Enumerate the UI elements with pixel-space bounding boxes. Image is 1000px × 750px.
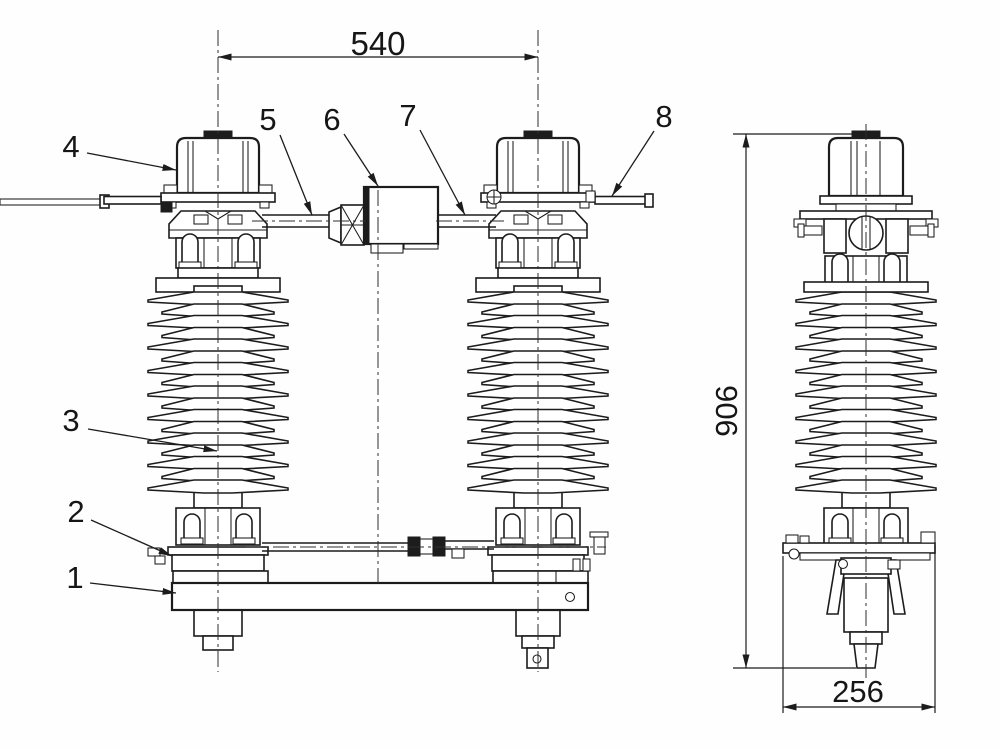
callout-7-label: 7 xyxy=(399,98,416,133)
base-plate xyxy=(782,542,936,554)
callout-4-label: 4 xyxy=(62,129,79,164)
callout-6-label: 6 xyxy=(323,102,340,137)
callout-1-label: 1 xyxy=(66,560,83,595)
callout-5-label: 5 xyxy=(259,102,276,137)
dimension-256: 256 xyxy=(782,545,936,713)
front-centerlines xyxy=(217,30,606,672)
callout-4: 4 xyxy=(62,129,177,171)
lower-drive-linkage xyxy=(262,531,609,559)
callout-3: 3 xyxy=(62,403,218,453)
callout-6: 6 xyxy=(323,102,379,187)
left-terminal-arm xyxy=(0,194,173,213)
dimension-906-value: 906 xyxy=(709,385,744,437)
side-view xyxy=(782,124,939,678)
dimension-540-value: 540 xyxy=(350,25,405,62)
side-base-assembly xyxy=(782,531,936,669)
link-pin xyxy=(593,536,606,555)
callout-5: 5 xyxy=(259,102,313,216)
dimension-906: 906 xyxy=(709,133,856,669)
callout-2-label: 2 xyxy=(67,494,84,529)
base-frame xyxy=(170,558,591,612)
callout-1: 1 xyxy=(66,560,177,595)
front-view xyxy=(0,30,654,672)
callout-2: 2 xyxy=(67,494,173,557)
callout-7: 7 xyxy=(399,98,466,216)
dimension-540: 540 xyxy=(218,25,538,62)
callout-8: 8 xyxy=(611,99,673,197)
drive-box xyxy=(362,185,440,246)
right-terminal-arm xyxy=(486,189,654,208)
dimension-256-value: 256 xyxy=(832,674,884,709)
callout-3-label: 3 xyxy=(62,403,79,438)
callout-8-label: 8 xyxy=(655,99,672,134)
upper-drive-linkage xyxy=(262,185,496,254)
